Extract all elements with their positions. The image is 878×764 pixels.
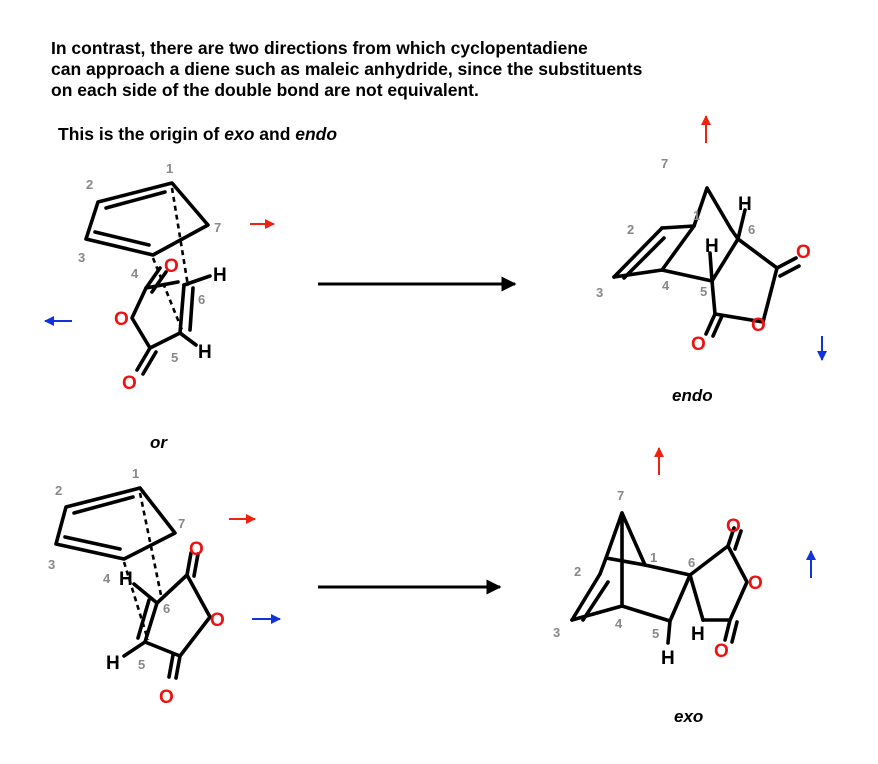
locant-1: 1 xyxy=(693,208,700,223)
oxygen-carbonyl-bottom: O xyxy=(122,373,137,394)
locant-3: 3 xyxy=(78,250,85,265)
locant-1: 1 xyxy=(166,161,173,176)
locant-4: 4 xyxy=(131,266,139,281)
oxygen-ring: O xyxy=(114,309,129,330)
or-label: or xyxy=(150,433,168,452)
hydrogen-5: H xyxy=(198,342,212,363)
oxygen-carbonyl-bottom: O xyxy=(714,641,729,662)
oxygen-carbonyl-right: O xyxy=(796,242,811,263)
locant-2: 2 xyxy=(627,222,634,237)
hydrogen-6: H xyxy=(213,265,227,286)
locant-1: 1 xyxy=(132,466,139,481)
maleic-anhydride-exo: O O O H H 6 5 xyxy=(106,539,225,708)
locant-7: 7 xyxy=(617,488,624,503)
hydrogen-6: H xyxy=(691,624,705,645)
forming-bond-4-5 xyxy=(151,257,184,331)
locant-3: 3 xyxy=(553,625,560,640)
locant-2: 2 xyxy=(86,177,93,192)
locant-5: 5 xyxy=(138,657,145,672)
oxygen-carbonyl-top: O xyxy=(189,539,204,560)
locant-5: 5 xyxy=(652,626,659,641)
hydrogen-5: H xyxy=(106,653,120,674)
intro-paragraph: In contrast, there are two directions fr… xyxy=(51,38,851,101)
hydrogen-6: H xyxy=(738,194,752,215)
forming-bond-1-6 xyxy=(138,492,164,601)
subtitle-endo: endo xyxy=(295,124,338,144)
locant-6: 6 xyxy=(748,222,755,237)
cyclopentadiene-endo: 1 2 3 4 7 xyxy=(78,161,221,281)
hydrogen-5: H xyxy=(661,648,675,669)
subtitle: This is the origin of exo and endo xyxy=(58,124,337,145)
oxygen-ring: O xyxy=(210,610,225,631)
locant-6: 6 xyxy=(198,292,205,307)
locant-5: 5 xyxy=(700,284,707,299)
locant-1: 1 xyxy=(650,550,657,565)
hydrogen-5: H xyxy=(705,236,719,257)
intro-line-1: In contrast, there are two directions fr… xyxy=(51,38,588,58)
oxygen-carbonyl-top: O xyxy=(726,516,741,537)
subtitle-middle: and xyxy=(254,124,296,144)
endo-label: endo xyxy=(672,386,713,405)
endo-product: O O O H H 7 1 2 3 4 5 6 xyxy=(596,156,811,355)
locant-4: 4 xyxy=(615,616,623,631)
locant-2: 2 xyxy=(574,564,581,579)
locant-5: 5 xyxy=(171,350,178,365)
intro-line-3: on each side of the double bond are not … xyxy=(51,80,479,100)
locant-4: 4 xyxy=(662,278,670,293)
locant-7: 7 xyxy=(178,516,185,531)
forming-bond-4-5 xyxy=(122,561,150,641)
intro-line-2: can approach a diene such as maleic anhy… xyxy=(51,59,643,79)
subtitle-prefix: This is the origin of xyxy=(58,124,225,144)
exo-label: exo xyxy=(674,707,703,726)
hydrogen-6: H xyxy=(119,569,133,590)
cyclopentadiene-exo: 1 2 3 4 7 xyxy=(48,466,185,586)
endo-transition-state: 1 2 3 4 7 O O O H H 6 5 xyxy=(78,161,227,394)
locant-7: 7 xyxy=(214,220,221,235)
oxygen-ring: O xyxy=(751,315,766,336)
oxygen-carbonyl-left: O xyxy=(691,334,706,355)
locant-4: 4 xyxy=(103,571,111,586)
oxygen-carbonyl-top: O xyxy=(164,256,179,277)
subtitle-exo: exo xyxy=(224,124,255,144)
locant-6: 6 xyxy=(688,555,695,570)
locant-3: 3 xyxy=(596,285,603,300)
oxygen-ring: O xyxy=(748,573,763,594)
exo-product: O O O H H 7 1 2 3 4 5 6 xyxy=(553,488,763,669)
maleic-anhydride-endo: O O O H H 6 5 xyxy=(114,256,227,394)
locant-2: 2 xyxy=(55,483,62,498)
exo-transition-state: 1 2 3 4 7 O O O H H 6 5 xyxy=(48,466,225,708)
forming-bond-1-6 xyxy=(170,187,190,287)
locant-7: 7 xyxy=(661,156,668,171)
locant-3: 3 xyxy=(48,557,55,572)
locant-6: 6 xyxy=(163,601,170,616)
oxygen-carbonyl-bottom: O xyxy=(159,687,174,708)
